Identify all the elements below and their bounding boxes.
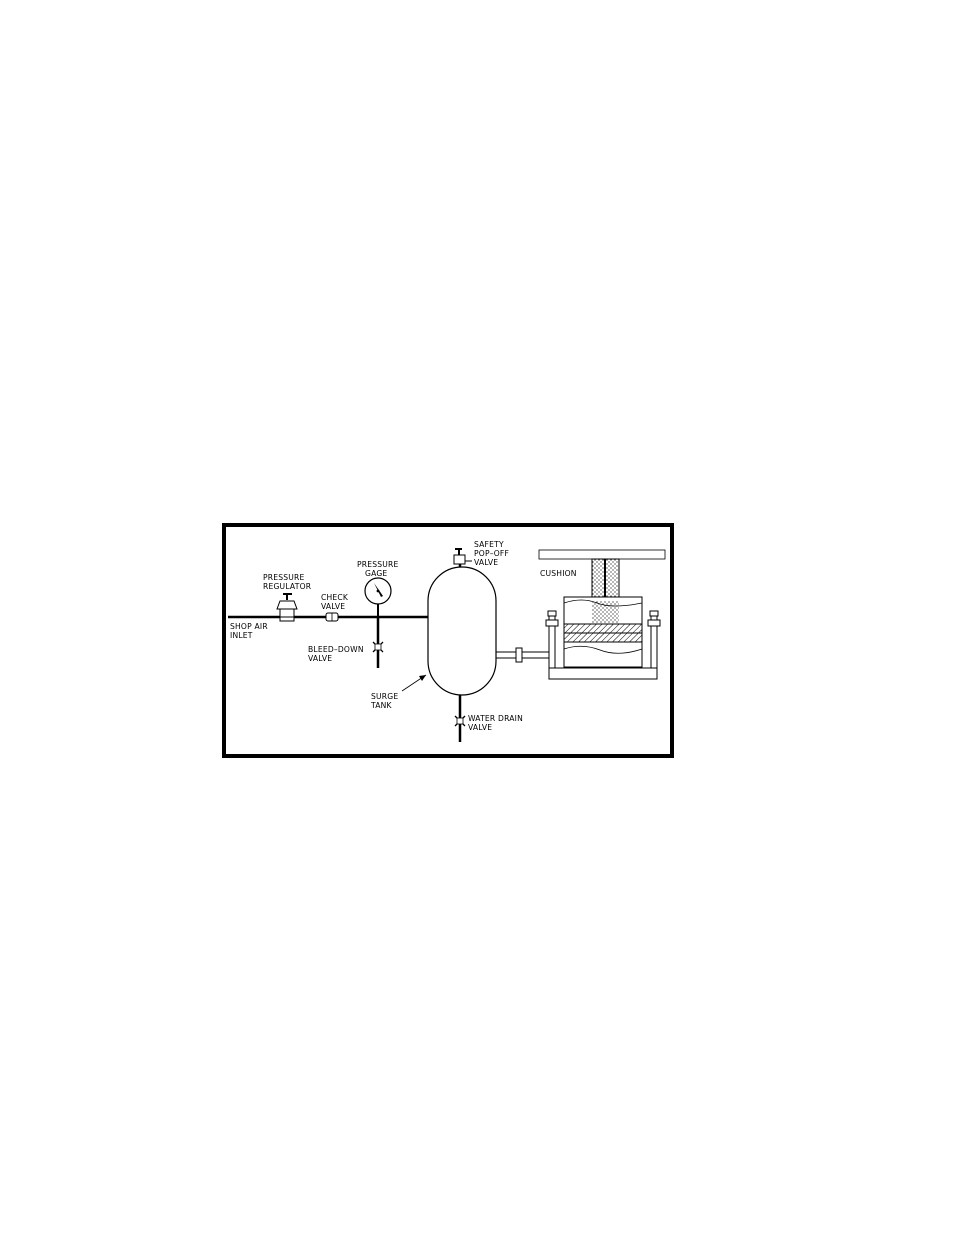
drain-valve-icon: [454, 715, 466, 727]
water-drain-valve-label: WATER DRAIN VALVE: [468, 714, 526, 732]
check-valve-label: CHECK VALVE: [321, 593, 351, 611]
pressure-regulator-icon: [276, 593, 298, 622]
pressure-regulator-label: PRESSURE REGULATOR: [263, 573, 312, 591]
check-valve-icon: [325, 612, 339, 622]
press-fixture-icon: [538, 549, 666, 680]
cushion-label: CUSHION: [540, 569, 577, 578]
outlet-pipe: [496, 647, 549, 663]
gate-valve-icon: [372, 641, 384, 653]
shop-air-inlet-label: SHOP AIR INLET: [230, 622, 270, 640]
bleed-down-valve-label: BLEED–DOWN VALVE: [308, 645, 366, 663]
pressure-gage-label: PRESSURE GAGE: [357, 560, 401, 578]
safety-pop-off-valve-label: SAFETY POP–OFF VALVE: [474, 540, 512, 567]
pneumatic-diagram: SHOP AIR INLET PRESSURE REGULATOR CHECK …: [222, 523, 674, 758]
tank-icon: [427, 566, 497, 696]
surge-tank-label: SURGE TANK: [370, 692, 401, 710]
pressure-gauge-icon: [364, 577, 392, 617]
surge-tank-leader: [401, 674, 427, 692]
